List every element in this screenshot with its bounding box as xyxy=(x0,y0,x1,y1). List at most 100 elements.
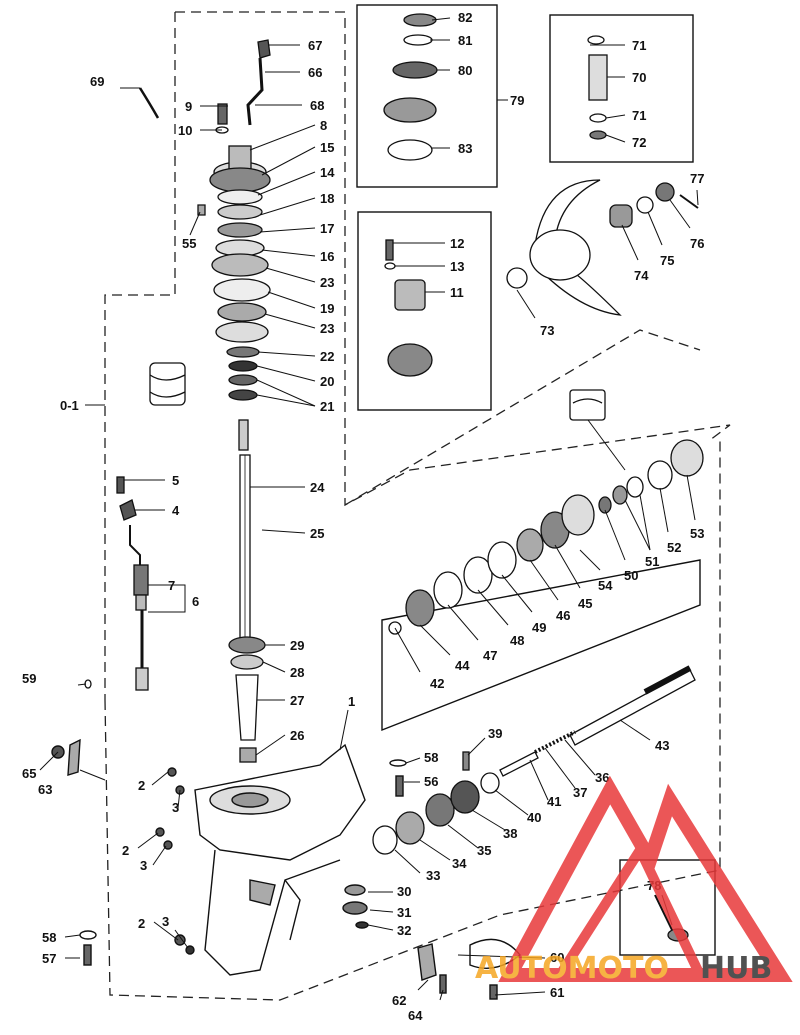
label-21: 21 xyxy=(320,399,334,414)
label-9: 9 xyxy=(185,99,192,114)
box-propshaft xyxy=(381,559,701,732)
label-51: 51 xyxy=(645,554,659,569)
label-18: 18 xyxy=(320,191,334,206)
label-6: 6 xyxy=(192,594,199,609)
label-50: 50 xyxy=(624,568,638,583)
box-sensor xyxy=(619,859,716,956)
label-60: 60 xyxy=(550,950,564,965)
label-56: 56 xyxy=(424,774,438,789)
label-23a: 23 xyxy=(320,275,334,290)
label-13: 13 xyxy=(450,259,464,274)
kit-boxes xyxy=(356,4,716,956)
label-64: 64 xyxy=(408,1008,423,1023)
label-11: 11 xyxy=(450,285,464,300)
label-42: 42 xyxy=(430,676,444,691)
gear-housing xyxy=(51,738,521,1000)
label-83: 83 xyxy=(458,141,472,156)
label-22: 22 xyxy=(320,349,334,364)
watermark-text-dark: HUB xyxy=(700,951,772,986)
label-2b: 2 xyxy=(122,843,129,858)
label-39: 39 xyxy=(488,726,502,741)
propshaft-assembly xyxy=(372,389,704,855)
label-10: 10 xyxy=(178,123,192,138)
label-55: 55 xyxy=(182,236,196,251)
label-54: 54 xyxy=(598,578,613,593)
dashed-outlines xyxy=(104,11,731,1001)
label-19: 19 xyxy=(320,301,334,316)
label-36: 36 xyxy=(595,770,609,785)
label-79: 79 xyxy=(510,93,524,108)
label-53: 53 xyxy=(690,526,704,541)
label-29: 29 xyxy=(290,638,304,653)
label-30: 30 xyxy=(397,884,411,899)
label-1: 1 xyxy=(348,694,355,709)
label-28: 28 xyxy=(290,665,304,680)
label-24: 24 xyxy=(310,480,325,495)
label-5: 5 xyxy=(172,473,179,488)
part-labels: 67 66 68 8 15 14 18 17 16 23 19 23 22 20… xyxy=(22,10,704,1023)
label-23b: 23 xyxy=(320,321,334,336)
label-12: 12 xyxy=(450,236,464,251)
label-7: 7 xyxy=(168,578,175,593)
label-40: 40 xyxy=(527,810,541,825)
label-65: 65 xyxy=(22,766,36,781)
label-0-1: 0-1 xyxy=(60,398,79,413)
label-52: 52 xyxy=(667,540,681,555)
label-15: 15 xyxy=(320,140,334,155)
label-61: 61 xyxy=(550,985,564,1000)
label-71b: 71 xyxy=(632,108,646,123)
label-25: 25 xyxy=(310,526,324,541)
label-43: 43 xyxy=(655,738,669,753)
label-58b: 58 xyxy=(424,750,438,765)
label-37: 37 xyxy=(573,785,587,800)
label-48: 48 xyxy=(510,633,524,648)
box-shaft-kit xyxy=(549,14,694,163)
shift-linkage xyxy=(84,87,206,691)
drive-shaft-assembly xyxy=(149,39,271,763)
label-58a: 58 xyxy=(42,930,56,945)
label-81: 81 xyxy=(458,33,472,48)
watermark-text-orange: AUTOMOTO xyxy=(475,951,669,986)
label-3a: 3 xyxy=(172,800,179,815)
label-14: 14 xyxy=(320,165,335,180)
label-16: 16 xyxy=(320,249,334,264)
label-33: 33 xyxy=(426,868,440,883)
box-pump-housing xyxy=(357,211,492,411)
label-32: 32 xyxy=(397,923,411,938)
label-17: 17 xyxy=(320,221,334,236)
label-45: 45 xyxy=(578,596,592,611)
label-34: 34 xyxy=(452,856,467,871)
box-water-pump-kit xyxy=(356,4,498,188)
label-80: 80 xyxy=(458,63,472,78)
label-74: 74 xyxy=(634,268,649,283)
label-68: 68 xyxy=(310,98,324,113)
label-76: 76 xyxy=(690,236,704,251)
label-27: 27 xyxy=(290,693,304,708)
label-75: 75 xyxy=(660,253,674,268)
label-67: 67 xyxy=(308,38,322,53)
label-38: 38 xyxy=(503,826,517,841)
label-4: 4 xyxy=(172,503,180,518)
label-44: 44 xyxy=(455,658,470,673)
label-69: 69 xyxy=(90,74,104,89)
label-31: 31 xyxy=(397,905,411,920)
label-71a: 71 xyxy=(632,38,646,53)
label-2a: 2 xyxy=(138,778,145,793)
label-35: 35 xyxy=(477,843,491,858)
label-8: 8 xyxy=(320,118,327,133)
label-63: 63 xyxy=(38,782,52,797)
label-26: 26 xyxy=(290,728,304,743)
label-47: 47 xyxy=(483,648,497,663)
label-41: 41 xyxy=(547,794,561,809)
label-62: 62 xyxy=(392,993,406,1008)
box-contents xyxy=(383,13,689,942)
label-59: 59 xyxy=(22,671,36,686)
label-72: 72 xyxy=(632,135,646,150)
label-73: 73 xyxy=(540,323,554,338)
label-66: 66 xyxy=(308,65,322,80)
label-82: 82 xyxy=(458,10,472,25)
label-49: 49 xyxy=(532,620,546,635)
leader-lines xyxy=(39,17,699,1001)
label-3c: 3 xyxy=(162,914,169,929)
